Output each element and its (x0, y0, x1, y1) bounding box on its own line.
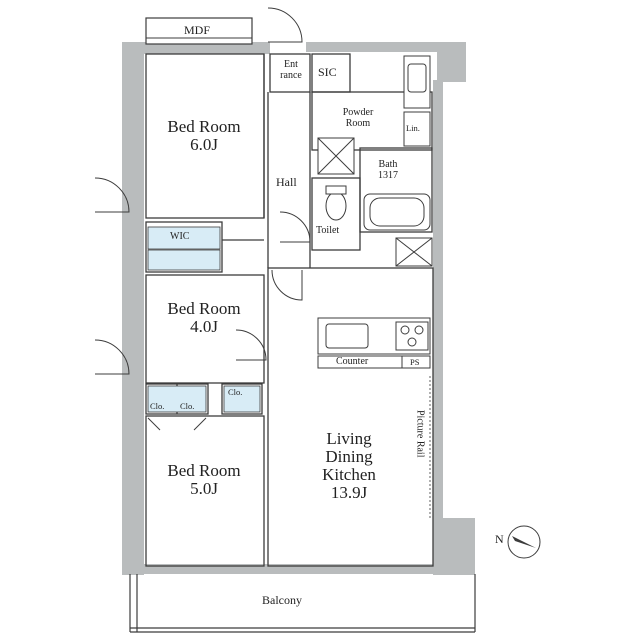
label-sic: SIC (318, 65, 337, 79)
label-balcony: Balcony (262, 593, 302, 607)
outer-walls (122, 42, 475, 575)
label-bath: Bath 1317 (368, 159, 408, 181)
label-powder-2: Room (345, 117, 371, 129)
label-hall: Hall (276, 175, 297, 189)
label-powder-1: Powder (342, 107, 374, 118)
label-closet-left: Clo. (150, 401, 165, 411)
label-bed-room-1: Bed Room 6.0J (164, 118, 244, 154)
bed1-size: 6.0J (190, 134, 218, 154)
label-bed-room-3: Bed Room 5.0J (164, 462, 244, 498)
closet-fills (147, 226, 261, 413)
door-swings (94, 7, 311, 431)
bed2-name: Bed Room (167, 299, 241, 318)
label-bath-2: 1317 (378, 169, 398, 181)
ldk-size: 13.9J (330, 482, 368, 502)
label-counter: Counter (336, 356, 369, 367)
ldk-line2: Dining (325, 446, 373, 466)
balcony (129, 574, 476, 633)
label-wic: WIC (170, 231, 190, 242)
ldk-line3: Kitchen (322, 464, 376, 484)
compass-icon (507, 525, 541, 559)
label-closet-small: Clo. (228, 387, 243, 397)
ldk-line1: Living (326, 429, 372, 448)
label-entrance: Ent rance (274, 59, 308, 81)
label-bath-1: Bath (378, 159, 398, 170)
label-north: N (495, 532, 504, 546)
label-entrance-1: Ent (284, 59, 298, 70)
label-closet-right: Clo. (180, 401, 195, 411)
label-entrance-2: rance (280, 69, 302, 81)
label-ldk: Living Dining Kitchen 13.9J (304, 430, 394, 501)
bed3-name: Bed Room (167, 461, 241, 480)
label-toilet: Toilet (316, 225, 340, 236)
label-picture-rail: Picture Rail (414, 410, 426, 458)
label-ps: PS (410, 357, 420, 367)
bed2-size: 4.0J (190, 316, 218, 336)
kitchen-counter (317, 317, 431, 369)
bed3-size: 5.0J (190, 478, 218, 498)
label-bed-room-2: Bed Room 4.0J (164, 300, 244, 336)
label-powder-room: Powder Room (326, 107, 390, 129)
sanitary-fixtures (317, 55, 433, 267)
bed1-name: Bed Room (167, 117, 241, 136)
label-mdf: MDF (184, 23, 211, 37)
label-linen: Lin. (406, 123, 420, 133)
mdf-niche (145, 17, 253, 45)
